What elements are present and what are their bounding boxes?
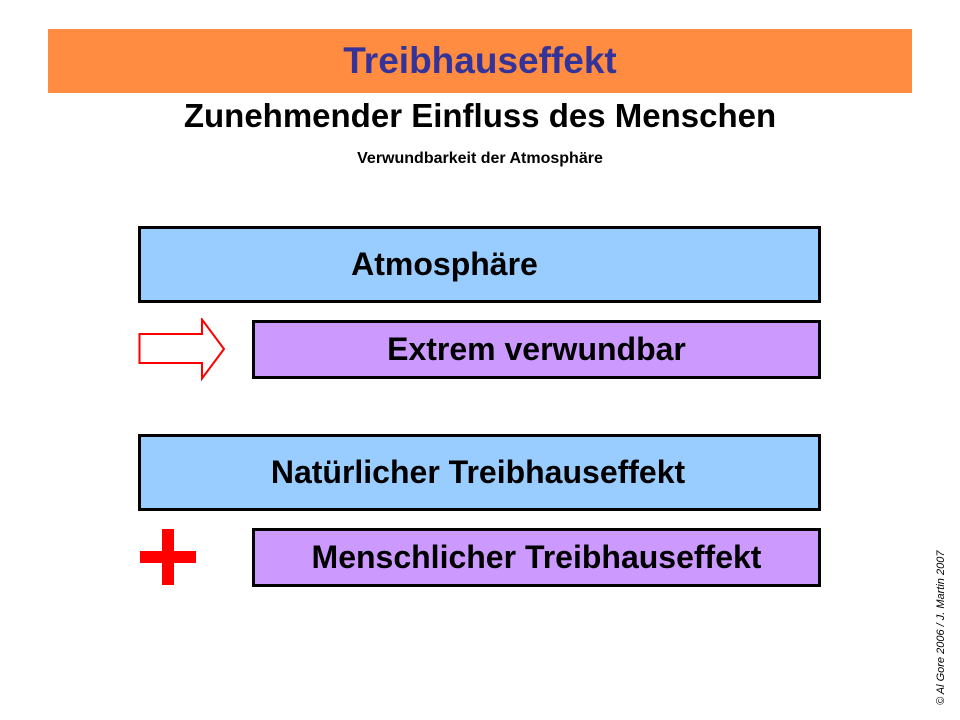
atmosphere-box: Atmosphäre [138,226,821,303]
human-greenhouse-label: Menschlicher Treibhauseffekt [311,539,762,575]
slide-title: Treibhauseffekt [343,40,617,81]
right-arrow-outline-icon [138,318,226,382]
natural-greenhouse-label: Natürlicher Treibhauseffekt [270,454,686,490]
extremely-vulnerable-label: Extrem verwundbar [387,331,686,367]
copyright-credit: © Al Gore 2006 / J. Martin 2007 [935,550,947,705]
slide-small-subtitle: Verwundbarkeit der Atmosphäre [357,150,603,167]
natural-greenhouse-box: Natürlicher Treibhauseffekt [138,434,821,511]
plus-icon [140,529,196,585]
atmosphere-box-label: Atmosphäre [351,246,538,282]
title-banner: Treibhauseffekt [48,29,912,93]
extremely-vulnerable-box: Extrem verwundbar [252,320,821,379]
human-greenhouse-box: Menschlicher Treibhauseffekt [252,528,821,587]
slide-subtitle: Zunehmender Einfluss des Menschen [183,97,777,134]
